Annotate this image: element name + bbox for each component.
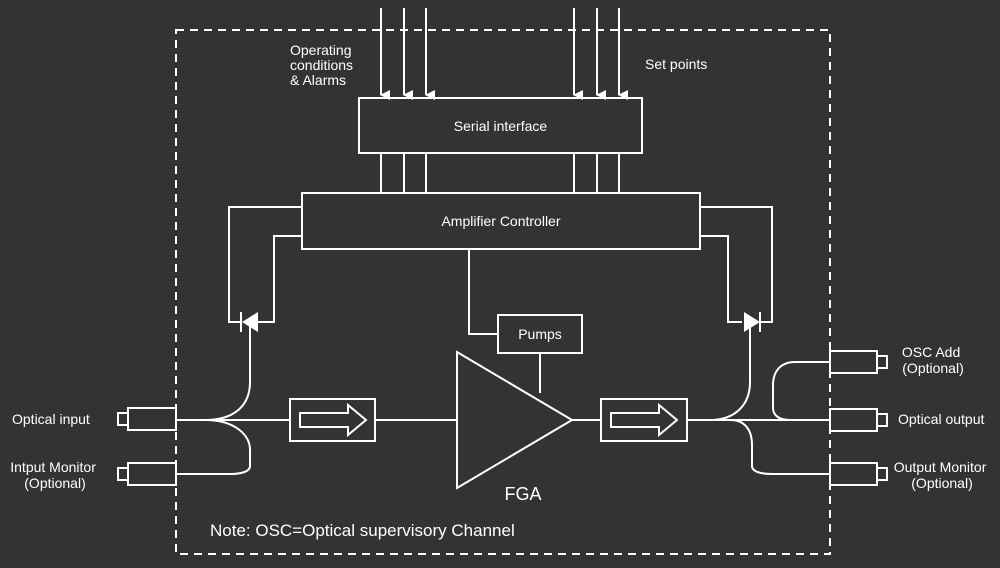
amplifier-controller-box <box>301 192 701 250</box>
output-monitor-label: Output Monitor (Optional) <box>894 459 991 491</box>
input-photodiode-wiring <box>228 206 302 382</box>
input-monitor-connector <box>117 462 177 486</box>
serial-interface-label: Serial interface <box>454 118 548 134</box>
osc-add-connector <box>829 350 888 374</box>
operating-conditions-arrows <box>380 8 435 100</box>
serial-interface-box <box>358 97 643 154</box>
pumps-label: Pumps <box>518 326 562 342</box>
fga-label: FGA <box>504 484 541 504</box>
output-isolator <box>600 398 688 442</box>
osc-add-label: OSC Add (Optional) <box>902 344 964 376</box>
output-optical-path <box>687 361 830 475</box>
optical-input-connector <box>117 407 177 431</box>
controller-pumps-wire <box>468 249 498 335</box>
input-isolator <box>289 398 376 442</box>
output-monitor-connector <box>829 462 888 486</box>
note-text: Note: OSC=Optical supervisory Channel <box>210 521 515 540</box>
operating-conditions-label: Operating conditions & Alarms <box>290 42 357 88</box>
input-optical-path <box>176 381 290 475</box>
optical-output-connector <box>829 408 888 432</box>
set-points-arrows <box>573 8 628 100</box>
module-boundary <box>175 29 831 555</box>
set-points-label: Set points <box>645 56 707 72</box>
output-photodiode-wiring <box>700 206 773 382</box>
serial-bus-lines <box>380 153 620 193</box>
output-photodiode-icon <box>744 312 761 332</box>
fga-amplifier-triangle <box>456 350 574 490</box>
input-photodiode-icon <box>240 312 258 332</box>
amplifier-controller-label: Amplifier Controller <box>441 213 560 229</box>
input-monitor-label: Intput Monitor (Optional) <box>10 459 100 491</box>
optical-output-label: Optical output <box>898 411 984 427</box>
optical-input-label: Optical input <box>12 411 90 427</box>
